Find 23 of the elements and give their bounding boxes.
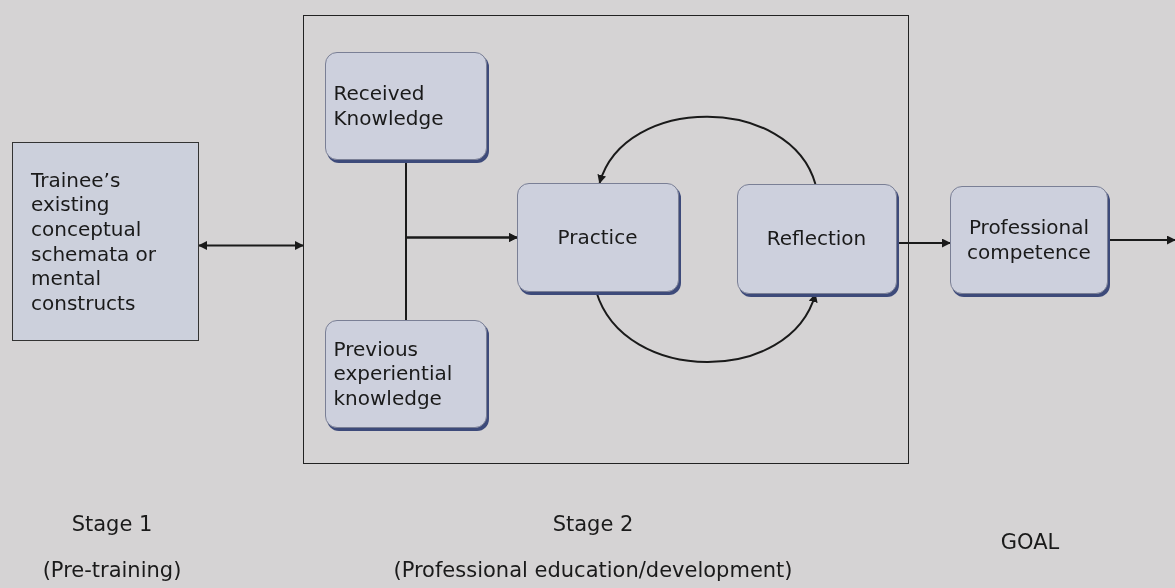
stage-label: Stage 2 [552,512,634,536]
process-box [324,319,487,428]
node-text: Received Knowledge [333,80,445,131]
process-box [516,182,679,292]
arrow [405,233,518,321]
node-text: Reflection [766,226,867,251]
stage-label: Stage 1 [71,512,153,536]
process-box [12,142,199,341]
arrow [598,115,817,185]
arrow [1107,235,1175,245]
arrow [896,238,951,248]
node-text: Practice [557,224,638,250]
stage-frame [303,15,909,464]
process-box [736,183,897,294]
process-box [950,186,1108,294]
process-box [324,51,487,160]
stage-label: GOAL [1000,530,1060,554]
stage-description: (Professional education/development) [393,558,793,582]
node-text: Previous experiential knowledge [333,336,454,411]
node-text: Trainee’s existing conceptual schemata or mental constructs [31,167,158,316]
stage-description: (Pre-training) [42,558,182,582]
arrow [198,241,304,250]
node-text: Professional competence [966,215,1092,265]
